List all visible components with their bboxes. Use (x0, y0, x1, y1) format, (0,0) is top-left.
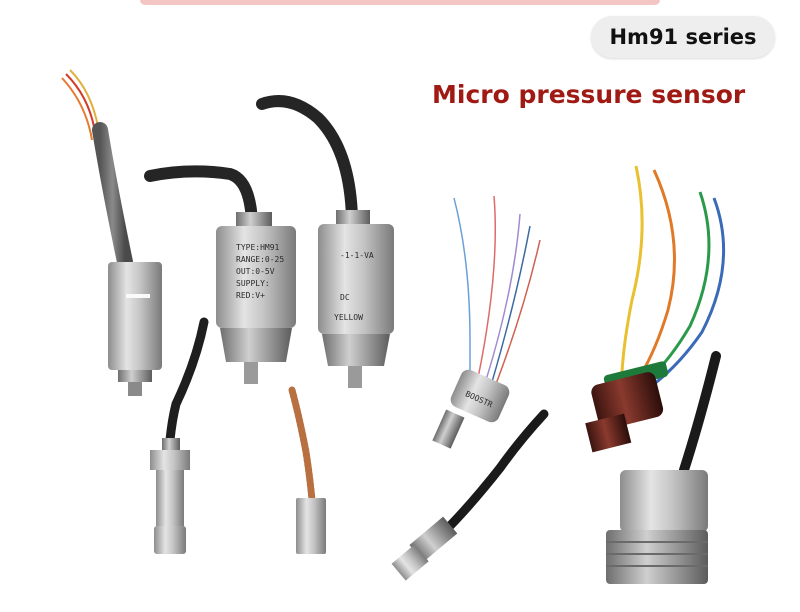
series-badge: Hm91 series (591, 16, 775, 58)
sensor-grey-cable (61, 69, 162, 396)
housing-a-label-3: OUT:0-5V (236, 267, 275, 276)
sensor-housing-b: -1-1-VA DC YELLOW (256, 95, 394, 388)
top-accent-bar (140, 0, 660, 5)
sensor-housing-a: TYPE:HM91 RANGE:0-25 OUT:0-5V SUPPLY: RE… (144, 165, 296, 384)
housing-a-label-4: SUPPLY: (236, 279, 270, 288)
sensor-slim-cable (391, 409, 549, 581)
page-title: Micro pressure sensor (432, 80, 746, 109)
housing-b-label-3: YELLOW (334, 313, 363, 322)
housing-b-label-2: DC (340, 293, 350, 302)
housing-a-label-1: TYPE:HM91 (236, 243, 280, 252)
series-label: Hm91 series (609, 25, 757, 49)
sensor-thin-wire: BOOSTR (432, 195, 541, 449)
housing-b-label-1: -1-1-VA (340, 251, 374, 260)
housing-a-label-2: RANGE:0-25 (236, 255, 284, 264)
sensor-red-body (585, 165, 726, 453)
sensor-braided-probe (288, 386, 326, 554)
sensor-threaded-fitting (606, 351, 721, 584)
housing-a-label-5: RED:V+ (236, 291, 265, 300)
sensor-probe-hex (150, 317, 209, 554)
